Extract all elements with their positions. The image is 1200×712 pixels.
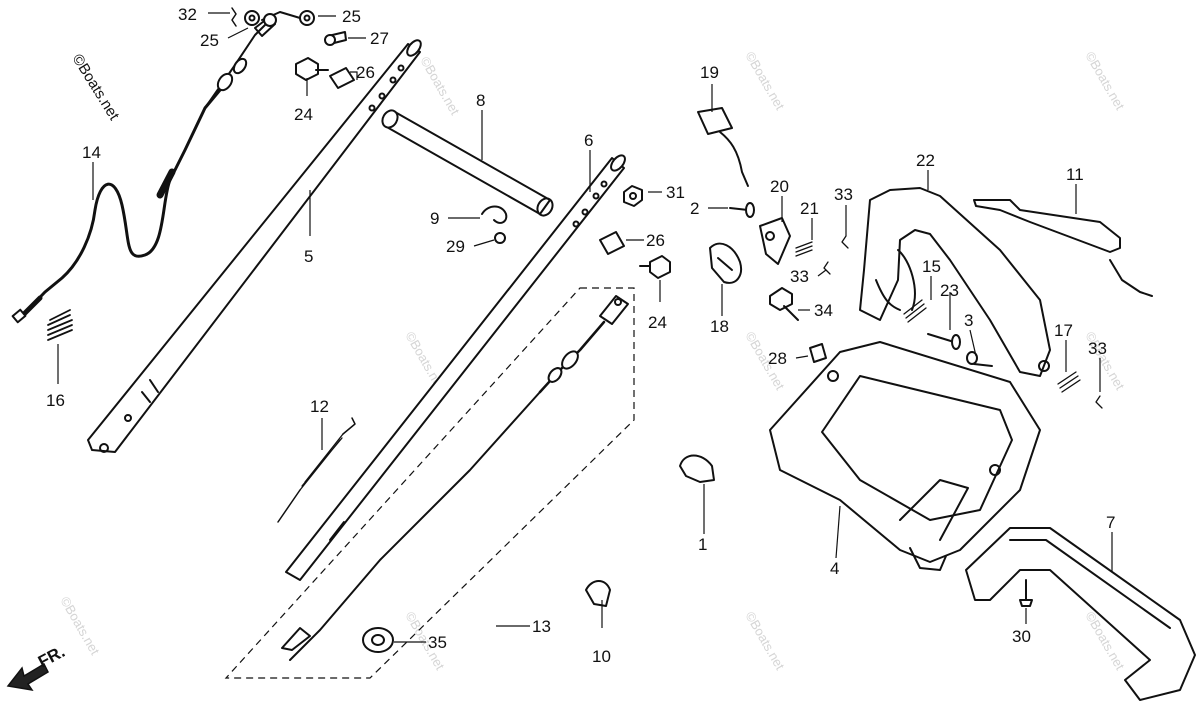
callout-16: 16 xyxy=(46,391,65,410)
callout-24: 24 xyxy=(294,105,313,124)
callout-7: 7 xyxy=(1106,513,1115,532)
callout-24: 24 xyxy=(648,313,667,332)
control-cable-13 xyxy=(281,295,629,661)
collar-28 xyxy=(809,343,827,363)
bolt-34 xyxy=(769,287,799,321)
bolt-24-and-clip-26-upper xyxy=(295,57,355,89)
callout-25: 25 xyxy=(200,31,219,50)
watermark: ©Boats.net xyxy=(742,609,787,673)
grommet-35 xyxy=(362,627,394,653)
callout-12: 12 xyxy=(310,397,329,416)
callout-5: 5 xyxy=(304,247,313,266)
cable-13-dashed-outline xyxy=(224,287,635,679)
return-spring xyxy=(277,417,356,523)
screw-30 xyxy=(1019,579,1033,607)
callout-1: 1 xyxy=(698,535,707,554)
callout-14: 14 xyxy=(82,143,101,162)
watermark: ©Boats.net xyxy=(57,594,102,658)
callout-17: 17 xyxy=(1054,321,1073,340)
callout-9: 9 xyxy=(430,209,439,228)
callout-3: 3 xyxy=(964,311,973,330)
cross-pipe xyxy=(381,109,554,217)
callout-8: 8 xyxy=(476,91,485,110)
callout-20: 20 xyxy=(770,177,789,196)
callout-26: 26 xyxy=(356,63,375,82)
callout-13: 13 xyxy=(532,617,551,636)
throttle-cable xyxy=(11,17,276,324)
watermark: ©Boats.net xyxy=(742,49,787,113)
bracket-11 xyxy=(973,199,1153,297)
callout-labels: 32 25 25 27 26 24 8 14 5 16 6 31 9 29 26… xyxy=(46,5,1115,666)
switch-19 xyxy=(697,107,749,187)
callout-26: 26 xyxy=(646,231,665,250)
upper-handle-pipe xyxy=(285,154,626,581)
grip-7 xyxy=(965,527,1196,701)
watermark: ©Boats.net xyxy=(417,54,462,118)
callout-6: 6 xyxy=(584,131,593,150)
callout-33: 33 xyxy=(834,185,853,204)
callout-30: 30 xyxy=(1012,627,1031,646)
callout-27: 27 xyxy=(370,29,389,48)
front-direction-arrow: FR. xyxy=(6,642,68,692)
callout-15: 15 xyxy=(922,257,941,276)
watermark: ©Boats.net xyxy=(1082,49,1127,113)
callout-33: 33 xyxy=(790,267,809,286)
cable-end-fittings xyxy=(231,7,347,46)
spring-16 xyxy=(47,309,73,341)
callout-4: 4 xyxy=(830,559,839,578)
leader-lines xyxy=(57,12,1113,643)
lower-handle-pipe xyxy=(87,39,422,453)
callout-2: 2 xyxy=(690,199,699,218)
callout-10: 10 xyxy=(592,647,611,666)
callout-23: 23 xyxy=(940,281,959,300)
pin-2-lever-20-spring-21 xyxy=(729,202,849,275)
callout-31: 31 xyxy=(666,183,685,202)
callout-34: 34 xyxy=(814,301,833,320)
clamp-9-and-bolt-29 xyxy=(481,205,508,244)
callout-18: 18 xyxy=(710,317,729,336)
control-bar-22 xyxy=(859,187,1051,377)
clip-10 xyxy=(585,580,611,607)
callout-21: 21 xyxy=(800,199,819,218)
callout-19: 19 xyxy=(700,63,719,82)
callout-33: 33 xyxy=(1088,339,1107,358)
brand-label: ©Boats.net xyxy=(69,51,123,124)
callout-32: 32 xyxy=(178,5,197,24)
lever-18 xyxy=(709,242,742,284)
handle-frame-4 xyxy=(769,341,1041,571)
callout-25: 25 xyxy=(342,7,361,26)
callout-35: 35 xyxy=(428,633,447,652)
callout-22: 22 xyxy=(916,151,935,170)
clip-1 xyxy=(679,454,715,483)
callout-28: 28 xyxy=(768,349,787,368)
callout-29: 29 xyxy=(446,237,465,256)
nut-31-clip-26-bolt-24-lower xyxy=(599,185,671,279)
callout-11: 11 xyxy=(1066,165,1084,184)
spring-15-pin-23-bolt-3 xyxy=(903,299,1103,409)
